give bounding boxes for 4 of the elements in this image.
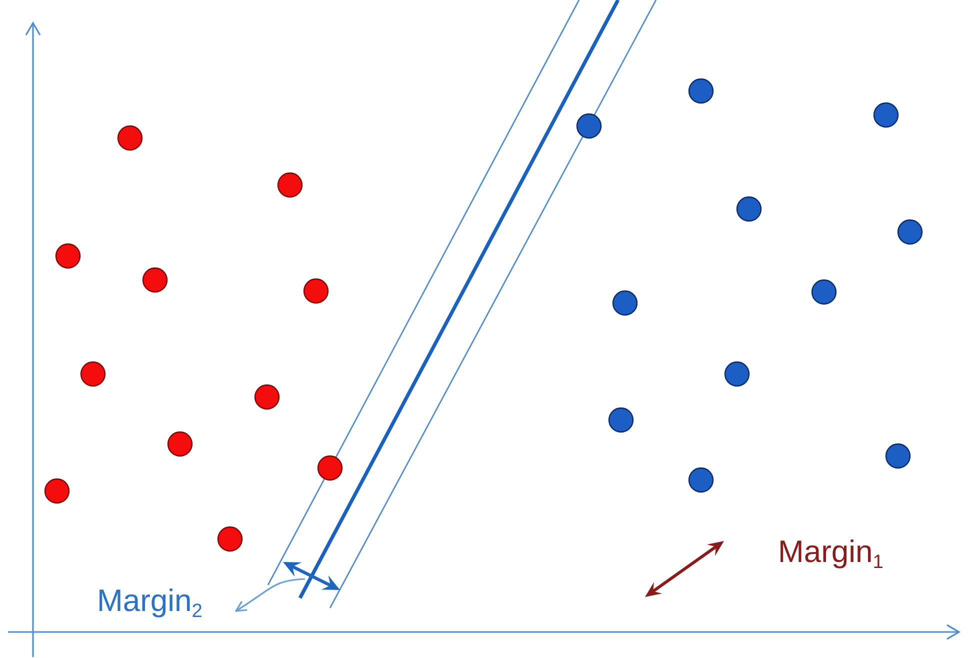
margin-label: Margin$_{1}$ bbox=[778, 535, 884, 570]
double-headed-arrow bbox=[283, 562, 340, 590]
margin-label: Margin$_{2}$ bbox=[97, 584, 202, 618]
leader-line bbox=[235, 578, 306, 612]
